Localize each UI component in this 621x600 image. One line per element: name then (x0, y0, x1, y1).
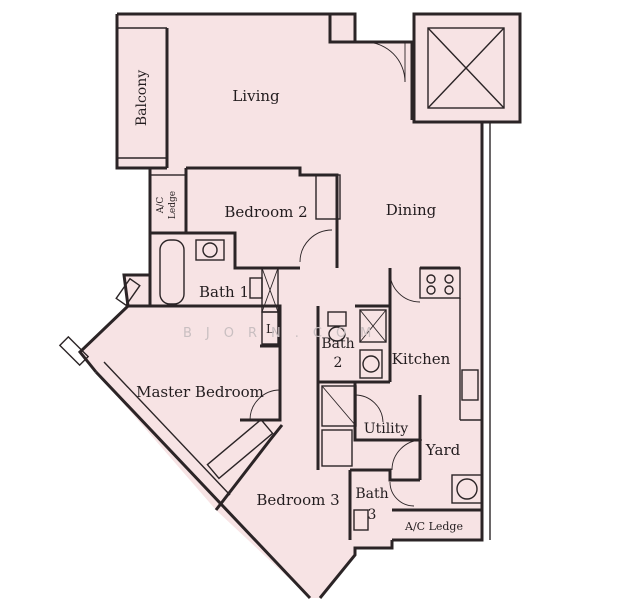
label-linen: L (266, 322, 274, 336)
label-yard: Yard (425, 441, 461, 459)
label-bath-1: Bath 1 (199, 283, 249, 301)
label-bath-2-bottom: 2 (334, 355, 343, 371)
label-kitchen: Kitchen (392, 350, 451, 368)
label-ac-ledge-left-top: A/C (156, 197, 166, 215)
label-ac-ledge-bottom: A/C Ledge (404, 520, 463, 533)
label-living: Living (232, 87, 280, 105)
room-labels: Living Balcony Dining Bedroom 2 A/C Ledg… (134, 70, 463, 533)
label-master-bedroom: Master Bedroom (136, 383, 264, 401)
doors (249, 41, 423, 507)
interior-walls (115, 166, 483, 540)
label-bath-3-top: Bath (355, 486, 388, 502)
label-balcony: Balcony (134, 70, 150, 126)
watermark: BJORN.COM (183, 326, 385, 341)
label-bedroom-3: Bedroom 3 (256, 491, 339, 509)
outer-walls (58, 12, 522, 600)
label-bedroom-2: Bedroom 2 (224, 203, 307, 221)
label-ac-ledge-left-bottom: Ledge (168, 191, 178, 219)
label-dining: Dining (386, 201, 437, 219)
label-bath-3-bottom: 3 (368, 507, 377, 523)
label-bath-2-top: Bath (321, 336, 354, 352)
label-utility: Utility (364, 421, 408, 437)
